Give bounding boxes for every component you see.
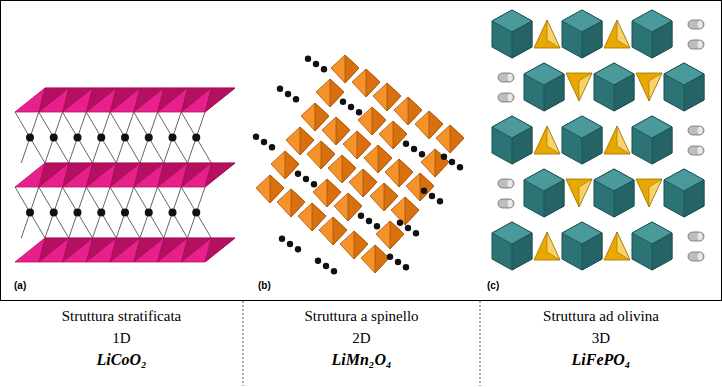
column-divider — [243, 301, 244, 386]
spinel-structure — [253, 55, 464, 275]
figure-frame — [1, 1, 722, 301]
olivine-structure — [492, 10, 704, 270]
table-cell: Struttura a spinello — [243, 307, 480, 325]
table-cell: 3D — [480, 329, 722, 347]
table-cell: 2D — [243, 329, 480, 347]
chemical-formula: LiFePO₄ — [480, 350, 722, 369]
chemical-formula: LiMn₂O₄ — [243, 350, 480, 369]
panel-letter: (b) — [258, 280, 271, 292]
layered-structure — [15, 88, 235, 262]
column-divider — [480, 301, 481, 386]
table-cell: 1D — [0, 329, 243, 347]
panel-letter: (c) — [487, 280, 499, 292]
table-cell: Struttura ad olivina — [480, 307, 722, 325]
table-cell: Struttura stratificata — [0, 307, 243, 325]
panel-letter: (a) — [14, 280, 26, 292]
chemical-formula: LiCoO₂ — [0, 350, 243, 369]
